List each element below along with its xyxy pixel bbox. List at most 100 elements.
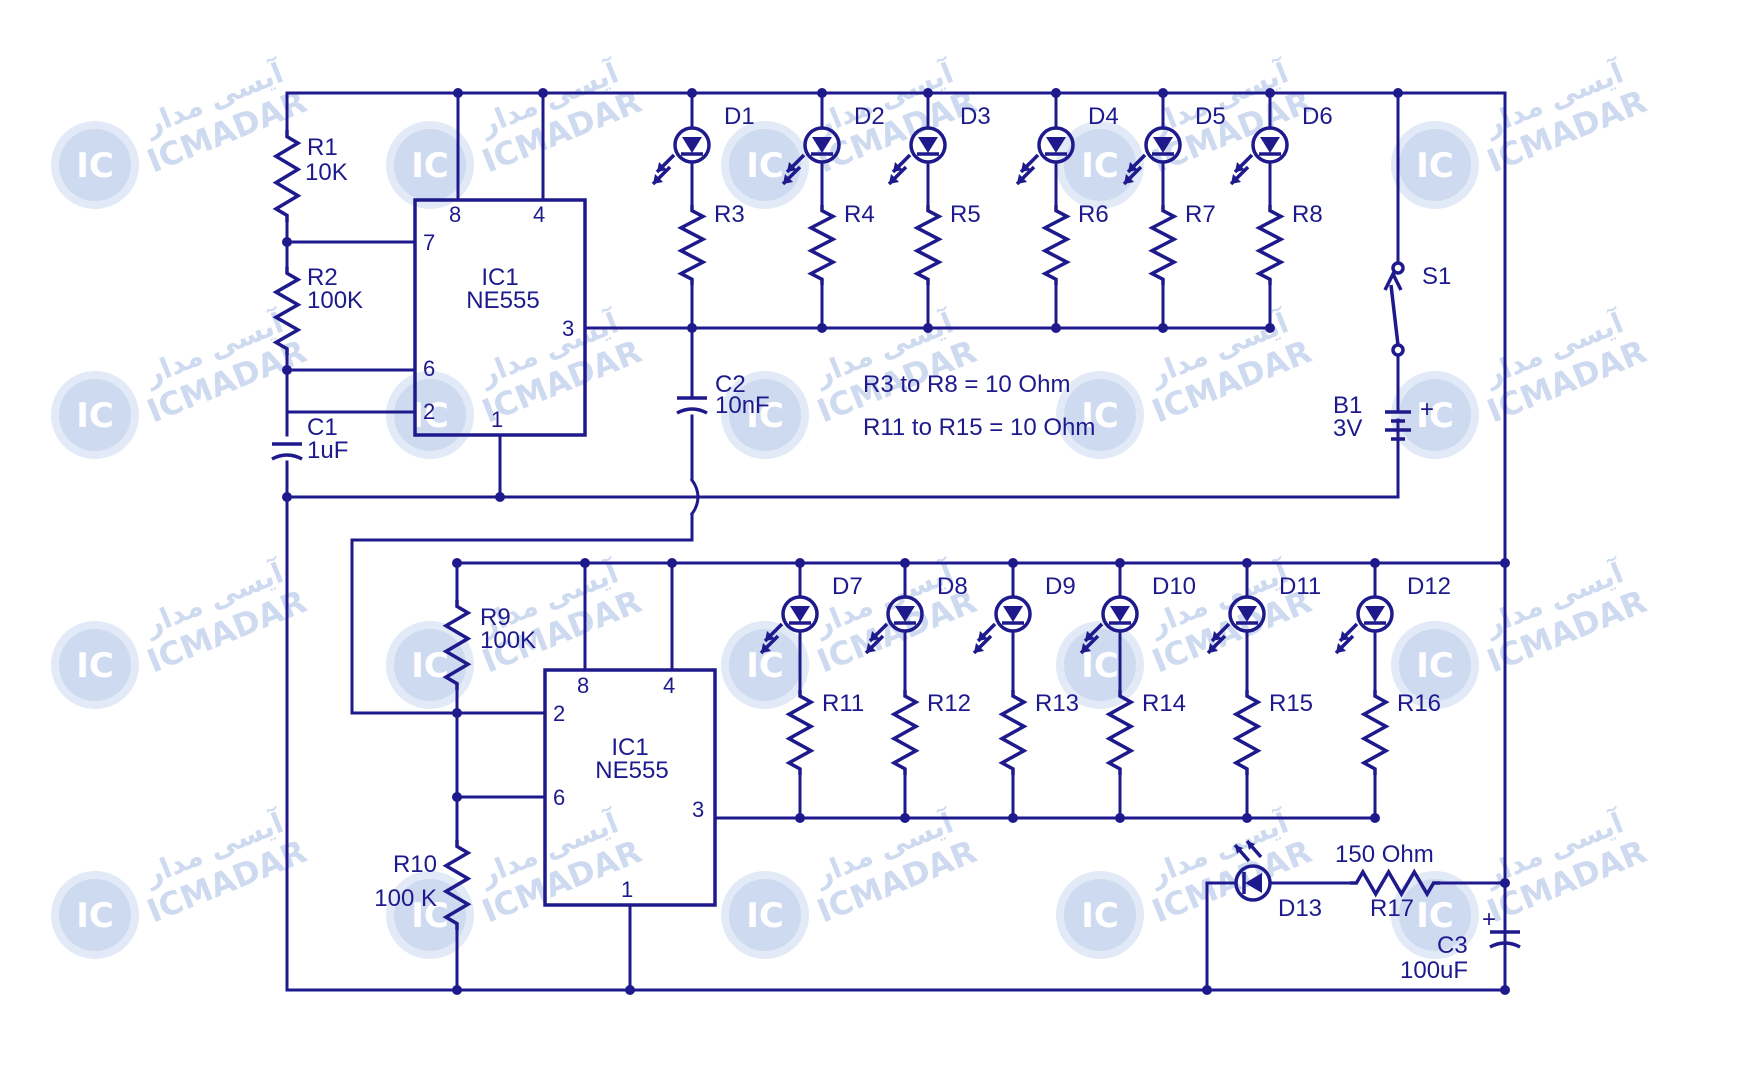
junction-dot [1500, 985, 1510, 995]
c2-capacitor-plate-b [676, 407, 708, 415]
led-bottom-1-arrowhead [761, 643, 771, 653]
r10-value: 100 K [374, 885, 437, 912]
junction-dot [1370, 558, 1380, 568]
c2-value: 10nF [715, 392, 770, 419]
resistor-top-5 [1148, 205, 1178, 285]
led-indicator [1233, 839, 1272, 902]
junction-dot [817, 323, 827, 333]
watermark-logo-text: IC [1081, 646, 1119, 686]
watermark-logo-text: IC [1081, 146, 1119, 186]
led-bottom-label-6: D12 [1407, 573, 1451, 600]
watermark-logo-text: IC [746, 396, 784, 436]
watermark-logo-text: IC [746, 146, 784, 186]
junction-dot [452, 985, 462, 995]
watermark-circle-inner [1064, 129, 1136, 201]
junction-dot [1242, 813, 1252, 823]
led-top-2 [781, 126, 841, 186]
led-top-3-arrowhead [893, 162, 903, 172]
junction-dot [1158, 88, 1168, 98]
led-bottom-3 [972, 595, 1032, 655]
led-bottom-1-arrowhead [765, 631, 775, 641]
led-bottom-5 [1206, 595, 1266, 655]
led-top-5-arrowhead [1128, 162, 1138, 172]
r1-value: 10K [305, 159, 348, 186]
s1-contact-a [1391, 261, 1405, 275]
led-bottom-2-body [886, 595, 924, 633]
wiring [282, 88, 1510, 995]
led-bottom-6-arrowhead [1336, 643, 1346, 653]
led-bottom-label-2: D8 [937, 573, 968, 600]
components [271, 126, 1521, 949]
led-top-3-triangle [918, 137, 938, 153]
resistor-bottom-1 [785, 690, 815, 775]
led-bottom-label-1: D7 [832, 573, 863, 600]
led-bottom-5-arrowhead [1208, 643, 1218, 653]
watermark-circle-inner [394, 879, 466, 951]
ic-bottom-pin-8: 8 [577, 673, 589, 698]
ic-top-pin-3: 3 [562, 316, 574, 341]
s1-label: S1 [1422, 263, 1451, 290]
watermark-circle-inner [729, 629, 801, 701]
junction-dot [1051, 323, 1061, 333]
led-bottom-5-triangle [1237, 606, 1257, 622]
junction-dot [667, 558, 677, 568]
r9-value: 100K [480, 627, 536, 654]
resistor-bottom-label-6: R16 [1397, 690, 1441, 717]
junction-dot [625, 985, 635, 995]
resistor-top-label-3: R5 [950, 201, 981, 228]
ic-top-body [413, 198, 587, 437]
led-top-1-body [673, 126, 711, 164]
led-bottom-label-3: D9 [1045, 573, 1076, 600]
s1-arrow [1383, 270, 1403, 291]
c3-plate-b [1489, 941, 1521, 949]
watermark-circle-inner [1399, 379, 1471, 451]
led-bottom-3-body [994, 595, 1032, 633]
watermark-circle-inner [59, 129, 131, 201]
led-bottom-4-body [1101, 595, 1139, 633]
junction-dot [687, 323, 697, 333]
resistor-bottom-5 [1232, 690, 1262, 775]
watermark-circle-inner [1064, 879, 1136, 951]
ic-bottom-pin-4: 4 [663, 673, 675, 698]
led-top-label-5: D5 [1195, 103, 1226, 130]
resistor-bottom-label-2: R12 [927, 690, 971, 717]
watermark-circle-inner [1399, 129, 1471, 201]
led-top-6 [1229, 126, 1289, 186]
ic-top-model: NE555 [466, 287, 539, 314]
led-bottom-3-arrowhead [978, 631, 988, 641]
led-bottom-5-arrowhead [1212, 631, 1222, 641]
b1-value: 3V [1333, 415, 1362, 442]
s1-contact-b [1391, 343, 1405, 357]
junction-dot [795, 558, 805, 568]
resistor-bottom-label-1: R11 [822, 690, 864, 717]
led-top-label-6: D6 [1302, 103, 1333, 130]
r9-label: R9 [480, 604, 511, 631]
junction-dot [452, 558, 462, 568]
led-indicator-triangle [1245, 873, 1262, 893]
led-top-6-arrowhead [1235, 162, 1245, 172]
r10-label: R10 [393, 851, 437, 878]
led-bottom-1-triangle [790, 606, 810, 622]
watermark-logo-text: IC [76, 146, 114, 186]
watermark-circle-inner [394, 129, 466, 201]
watermark-logo-text: IC [76, 896, 114, 936]
watermark-circle-inner [1064, 379, 1136, 451]
led-bottom-1 [759, 595, 819, 655]
junction-dot [538, 88, 548, 98]
junction-dot [1051, 88, 1061, 98]
led-top-1-arrowhead [657, 162, 667, 172]
resistor-top-1 [677, 205, 707, 285]
b1-polarity: + [1420, 396, 1434, 423]
led-top-4-arrowhead [1021, 162, 1031, 172]
r1-resistor [272, 130, 302, 222]
led-indicator-arrowhead [1235, 845, 1243, 854]
junction-dot [580, 558, 590, 568]
ic-bottom-pin-2: 2 [553, 701, 565, 726]
